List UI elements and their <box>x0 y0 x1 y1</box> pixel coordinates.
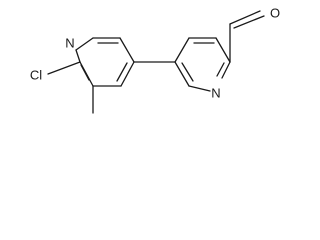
bond <box>75 49 81 63</box>
bond <box>120 61 135 87</box>
c-cl-bond <box>47 61 81 75</box>
left-pyridine-ring <box>75 37 135 87</box>
bond <box>215 37 231 63</box>
c-o-double-bond <box>233 15 265 29</box>
bond <box>119 37 135 63</box>
double-bond-inner <box>116 62 128 82</box>
chlorine-atom-label: Cl <box>30 68 42 83</box>
chemical-structure: Cl N N O <box>30 6 280 114</box>
double-bond-inner <box>181 62 194 82</box>
double-bond-inner <box>216 62 225 77</box>
bond <box>174 37 190 63</box>
bond <box>174 61 190 87</box>
double-bond-inner <box>80 64 90 81</box>
bond <box>188 85 211 92</box>
bond <box>221 61 231 79</box>
left-nitrogen-atom-label: N <box>65 36 74 51</box>
c-cho-bond <box>229 10 261 25</box>
bond <box>75 37 94 51</box>
right-pyridine-ring <box>174 37 231 92</box>
oxygen-atom-label: O <box>270 6 280 21</box>
right-nitrogen-atom-label: N <box>211 86 220 101</box>
